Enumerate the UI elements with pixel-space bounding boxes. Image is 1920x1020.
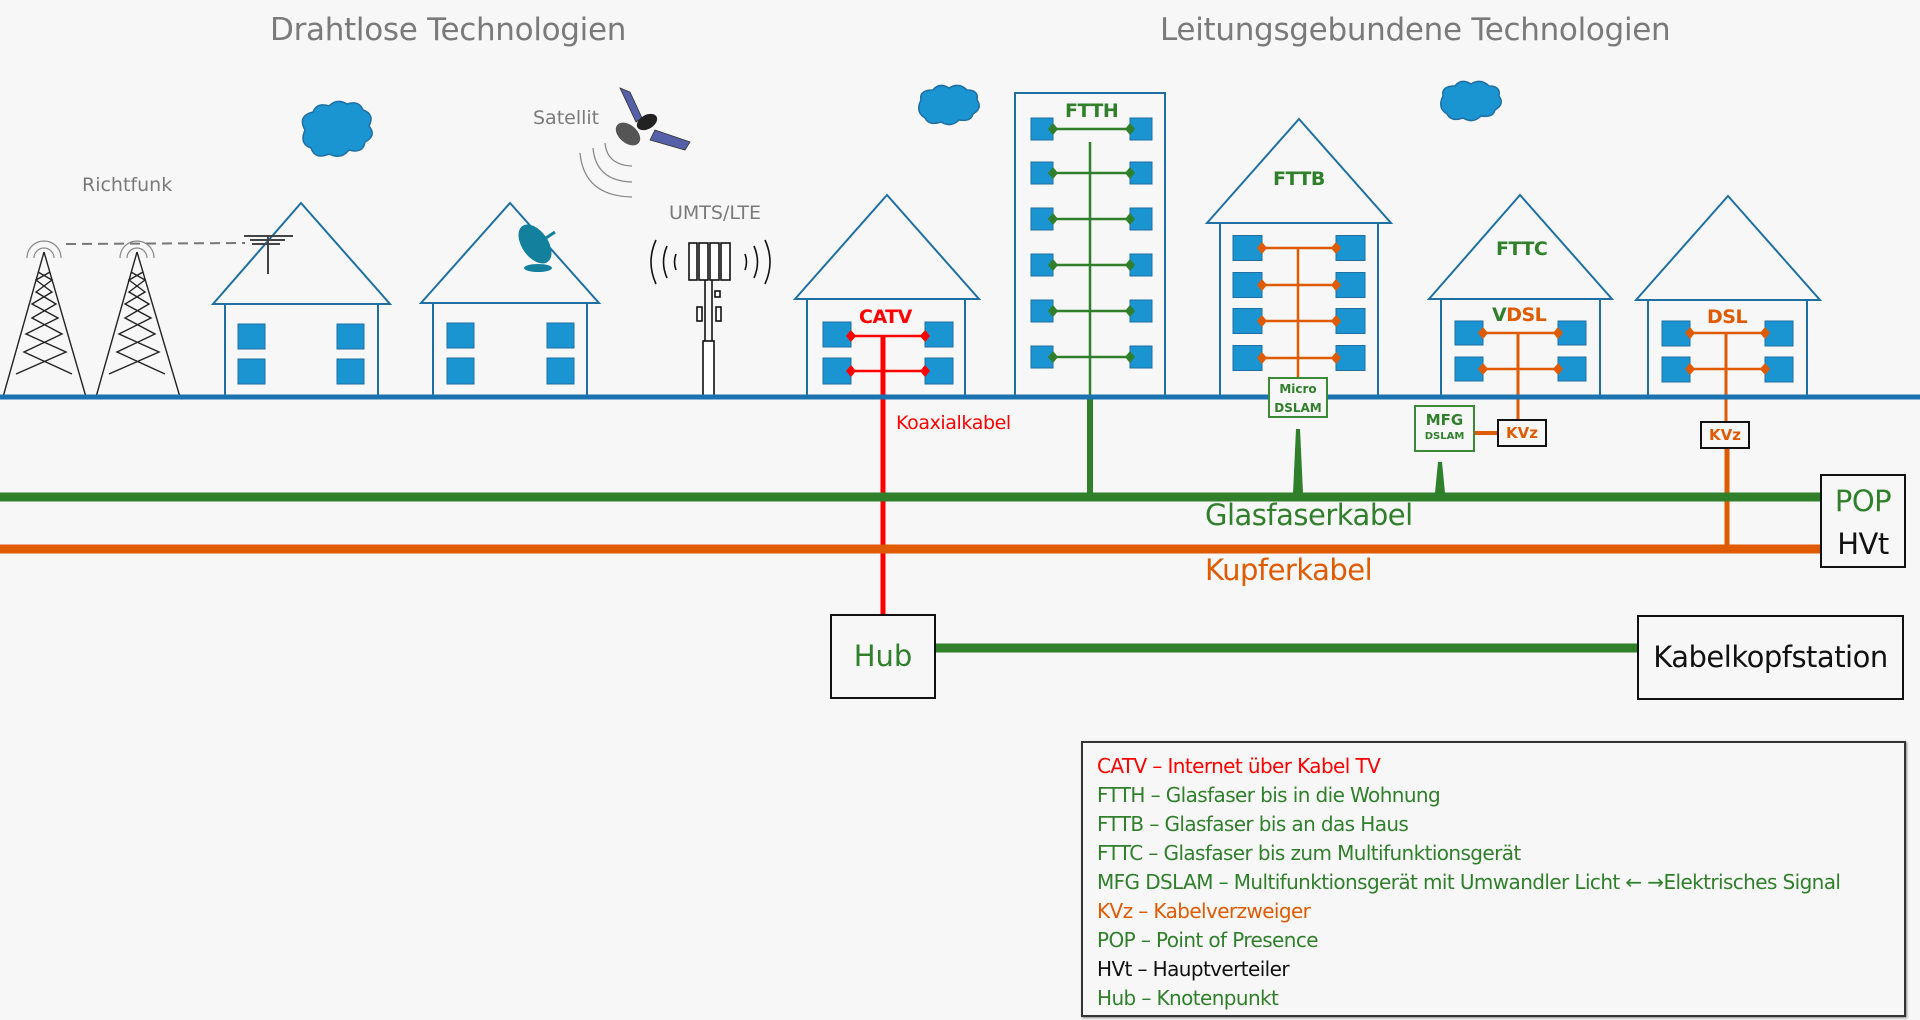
connector-diamond xyxy=(1257,352,1267,364)
mfg-line2: DSLAM xyxy=(1424,431,1465,442)
connector-diamond xyxy=(1048,259,1058,271)
house-windows xyxy=(1661,320,1794,383)
cell-signal-arcs-icon xyxy=(650,239,771,285)
legend-row: Hub – Knotenpunkt xyxy=(1097,986,1279,1010)
mfg-dslam-box: MFG DSLAM xyxy=(1414,405,1475,452)
house-windows xyxy=(446,322,575,385)
ftth-floor xyxy=(1030,207,1153,231)
connector-diamond xyxy=(1331,279,1341,291)
ftth-floor xyxy=(1030,117,1153,141)
satellite-signal-arcs-icon xyxy=(579,142,633,198)
ftth-floors xyxy=(1030,117,1153,369)
radio-tower-icon xyxy=(2,251,87,398)
fiber-spike-mfg xyxy=(1435,462,1445,493)
kvz-box-fttc: KVz xyxy=(1497,419,1547,447)
label-kupferkabel: Kupferkabel xyxy=(1205,553,1373,587)
house-windows xyxy=(1454,320,1587,382)
fiber-spike-micro-dslam xyxy=(1293,429,1303,493)
label-vdsl: VDSL xyxy=(1492,304,1547,326)
title-wireless: Drahtlose Technologien xyxy=(270,12,627,48)
legend-row: KVz – Kabelverzweiger xyxy=(1097,899,1311,923)
connector-diamond xyxy=(1048,213,1058,225)
ftth-floor xyxy=(1030,299,1153,323)
legend-row: FTTC – Glasfaser bis zum Multifunktionsg… xyxy=(1097,841,1521,865)
legend-row: HVt – Hauptverteiler xyxy=(1097,957,1290,981)
label-vdsl-dsl: DSL xyxy=(1506,304,1547,326)
connector-diamond xyxy=(1257,279,1267,291)
connector-diamond xyxy=(1048,351,1058,363)
mfg-line1: MFG xyxy=(1425,411,1464,429)
hvt-label: HVt xyxy=(1837,527,1889,561)
connector-diamond xyxy=(1331,352,1341,364)
window xyxy=(1232,308,1263,334)
connector-diamond xyxy=(1125,167,1135,179)
connector-diamond xyxy=(1125,259,1135,271)
connector-diamond xyxy=(1125,123,1135,135)
radio-tower-icon xyxy=(95,251,181,398)
hub-label: Hub xyxy=(853,639,913,673)
kabelkopfstation-label: Kabelkopfstation xyxy=(1653,640,1888,674)
satellite-icon xyxy=(615,87,691,151)
fttb-floor xyxy=(1232,345,1366,371)
house-windows xyxy=(237,323,365,385)
legend-row: POP – Point of Presence xyxy=(1097,928,1319,952)
cloud-icon xyxy=(918,84,980,126)
pop-label: POP xyxy=(1834,484,1892,518)
label-umts-lte: UMTS/LTE xyxy=(669,202,761,224)
pop-hvt-box: POP HVt xyxy=(1820,474,1906,568)
cloud-icon xyxy=(301,100,373,157)
label-satellit: Satellit xyxy=(533,107,600,129)
copper-in-house-fttc xyxy=(1475,327,1563,435)
connector-diamond xyxy=(1125,213,1135,225)
label-catv: CATV xyxy=(859,306,912,328)
cell-tower-icon xyxy=(688,242,731,398)
label-richtfunk: Richtfunk xyxy=(82,174,173,196)
ftth-floor xyxy=(1030,345,1153,369)
connector-diamond xyxy=(1125,305,1135,317)
kvz-box-dsl: KVz xyxy=(1700,421,1750,449)
hub-box: Hub xyxy=(830,614,936,699)
micro-dslam-line1: Micro xyxy=(1279,382,1317,396)
legend-box: CATV – Internet über Kabel TV FTTH – Glas… xyxy=(1081,741,1906,1017)
signal-arcs-icon xyxy=(26,240,155,259)
micro-dslam-line2: DSLAM xyxy=(1274,401,1322,415)
connector-diamond xyxy=(1331,242,1341,254)
house-windows xyxy=(822,321,954,385)
kvz-label: KVz xyxy=(1709,426,1741,444)
connector-diamond xyxy=(1125,351,1135,363)
coax-in-house xyxy=(846,330,930,377)
legend-row: CATV – Internet über Kabel TV xyxy=(1097,754,1381,778)
kabelkopfstation-box: Kabelkopfstation xyxy=(1637,615,1904,700)
legend-row: FTTH – Glasfaser bis in die Wohnung xyxy=(1097,783,1441,807)
radio-link-dashed xyxy=(65,242,246,245)
label-dsl: DSL xyxy=(1707,306,1748,328)
fttb-floor xyxy=(1232,308,1366,334)
label-vdsl-v: V xyxy=(1492,304,1507,326)
fttb-floor xyxy=(1232,272,1366,298)
connector-diamond xyxy=(1048,167,1058,179)
legend-row: FTTB – Glasfaser bis an das Haus xyxy=(1097,812,1409,836)
title-wired: Leitungsgebundene Technologien xyxy=(1160,12,1671,48)
ftth-floor xyxy=(1030,161,1153,185)
connector-diamond xyxy=(1331,315,1341,327)
cloud-icon xyxy=(1440,80,1502,122)
connector-diamond xyxy=(1257,315,1267,327)
tv-antenna-icon xyxy=(244,235,293,274)
kvz-label: KVz xyxy=(1506,424,1538,442)
label-fttb: FTTB xyxy=(1273,168,1325,190)
label-fttc: FTTC xyxy=(1496,238,1548,260)
label-ftth: FTTH xyxy=(1065,100,1119,122)
micro-dslam-box: Micro DSLAM xyxy=(1268,377,1328,418)
fttb-floors xyxy=(1232,235,1366,371)
legend-row: MFG DSLAM – Multifunktionsgerät mit Umwa… xyxy=(1097,870,1841,894)
connector-diamond xyxy=(1048,305,1058,317)
connector-diamond xyxy=(1257,242,1267,254)
satellite-dish-icon xyxy=(518,224,556,272)
ftth-floor xyxy=(1030,253,1153,277)
connector-diamond xyxy=(1048,123,1058,135)
label-glasfaserkabel: Glasfaserkabel xyxy=(1205,498,1413,532)
label-koaxialkabel: Koaxialkabel xyxy=(896,412,1011,434)
